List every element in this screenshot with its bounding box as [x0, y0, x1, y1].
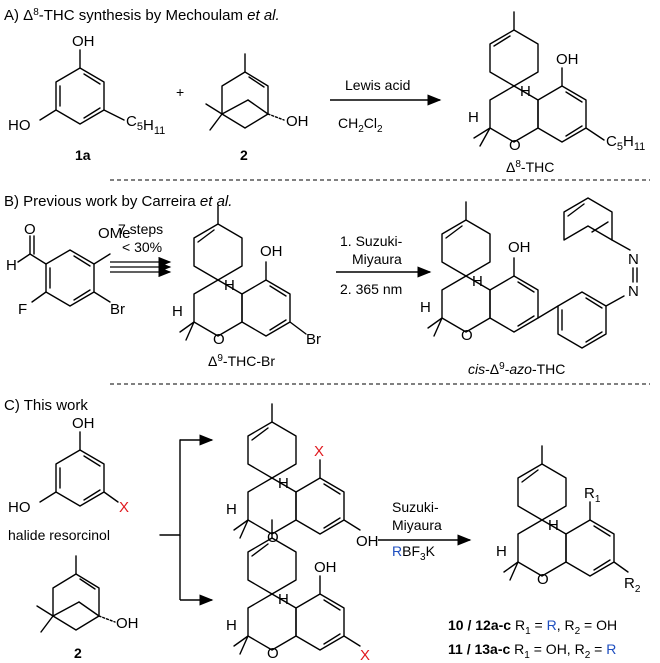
- svg-text:OH: OH: [260, 243, 283, 260]
- plus-sign: +: [176, 84, 184, 100]
- steps-label: 7 steps: [118, 221, 163, 237]
- svg-text:R1: R1: [584, 485, 601, 505]
- step2-irradiation: 2. 365 nm: [340, 281, 402, 297]
- svg-text:H: H: [278, 475, 289, 492]
- svg-text:X: X: [314, 443, 324, 460]
- svg-text:H: H: [520, 83, 531, 100]
- cis-azo-thc-label: cis-Δ9-azo-THC: [468, 361, 565, 378]
- svg-text:F: F: [18, 301, 27, 318]
- final-product-structure: R1 H H O R2: [496, 445, 641, 595]
- result-row-1: 10 / 12a-c R1 = R, R2 = OH: [448, 617, 617, 637]
- svg-text:H: H: [420, 299, 431, 316]
- section-a-title: A) Δ8-THC synthesis by Mechoulam et al.: [4, 7, 280, 25]
- yield-label: < 30%: [122, 239, 162, 255]
- svg-text:H: H: [226, 617, 237, 634]
- svg-text:H: H: [496, 543, 507, 560]
- svg-text:OH: OH: [356, 533, 379, 550]
- halide-x-marker: X: [119, 499, 129, 516]
- svg-text:O: O: [267, 529, 279, 546]
- delta9-thc-br-label: Δ9-THC-Br: [208, 353, 275, 370]
- svg-text:OH: OH: [116, 615, 139, 632]
- svg-text:H: H: [6, 257, 17, 274]
- reagent-suzuki: Suzuki-: [392, 499, 439, 515]
- svg-text:OH: OH: [508, 239, 531, 256]
- svg-text:H: H: [548, 517, 559, 534]
- halide-resorcinol-label: halide resorcinol: [8, 527, 110, 543]
- svg-text:OMe: OMe: [98, 225, 131, 242]
- svg-text:R2: R2: [624, 575, 641, 595]
- svg-text:H: H: [278, 591, 289, 608]
- intermediate-top-structure: X H H O OH: [226, 403, 379, 550]
- svg-text:OH: OH: [286, 113, 309, 130]
- compound-1a-label: 1a: [75, 147, 91, 163]
- step1-suzuki: 1. Suzuki-: [340, 233, 403, 249]
- compound-2-structure: OH: [205, 53, 309, 131]
- svg-text:N: N: [628, 283, 639, 300]
- step1-miyaura: Miyaura: [352, 251, 402, 267]
- delta9-thc-br-structure: OH H H O Br: [172, 205, 321, 348]
- svg-text:H: H: [226, 501, 237, 518]
- compound-2c-structure: OH: [36, 555, 139, 633]
- svg-text:O: O: [267, 645, 279, 662]
- section-c-title: C) This work: [4, 397, 88, 414]
- compound-2-label: 2: [240, 147, 248, 163]
- svg-text:H: H: [224, 277, 235, 294]
- section-b-title: B) Previous work by Carreira et al.: [4, 193, 232, 210]
- compound-1a-structure: OH HO C5H11: [8, 33, 165, 137]
- svg-text:H: H: [472, 273, 483, 290]
- svg-text:C5H11: C5H11: [606, 133, 645, 153]
- svg-text:OH: OH: [72, 33, 95, 50]
- svg-text:OH: OH: [314, 559, 337, 576]
- product-delta8-thc-label: Δ8-THC: [506, 159, 554, 176]
- svg-text:Br: Br: [110, 301, 125, 318]
- halide-resorcinol-structure: OH HO X: [8, 415, 129, 516]
- delta8-thc-structure: OH H H O C5H11: [468, 11, 645, 154]
- reagent-miyaura: Miyaura: [392, 517, 442, 533]
- svg-text:Br: Br: [306, 331, 321, 348]
- svg-text:H: H: [468, 109, 479, 126]
- svg-text:N: N: [628, 251, 639, 268]
- reagent-rbf3k: RBF3K: [392, 543, 436, 563]
- solvent-ch2cl2: CH2Cl2: [338, 115, 383, 135]
- svg-text:O: O: [461, 327, 473, 344]
- svg-text:O: O: [537, 571, 549, 588]
- aldehyde-starting-material-structure: O H OMe F Br: [6, 221, 131, 318]
- svg-text:OH: OH: [72, 415, 95, 432]
- svg-text:O: O: [24, 221, 36, 238]
- svg-text:O: O: [509, 137, 521, 154]
- branch-connector: [159, 439, 181, 536]
- svg-text:C5H11: C5H11: [126, 113, 165, 137]
- svg-text:HO: HO: [8, 499, 31, 516]
- svg-text:OH: OH: [556, 51, 579, 68]
- svg-text:O: O: [213, 331, 225, 348]
- svg-text:H: H: [172, 303, 183, 320]
- svg-text:HO: HO: [8, 117, 31, 134]
- intermediate-bottom-structure: OH H H O X: [226, 519, 370, 663]
- svg-text:X: X: [360, 647, 370, 663]
- compound-2c-label: 2: [74, 645, 82, 661]
- cis-azo-thc-structure: OH H H O N N: [420, 197, 639, 349]
- reagent-lewis-acid: Lewis acid: [345, 77, 410, 93]
- result-row-2: 11 / 13a-c R1 = OH, R2 = R: [448, 641, 616, 661]
